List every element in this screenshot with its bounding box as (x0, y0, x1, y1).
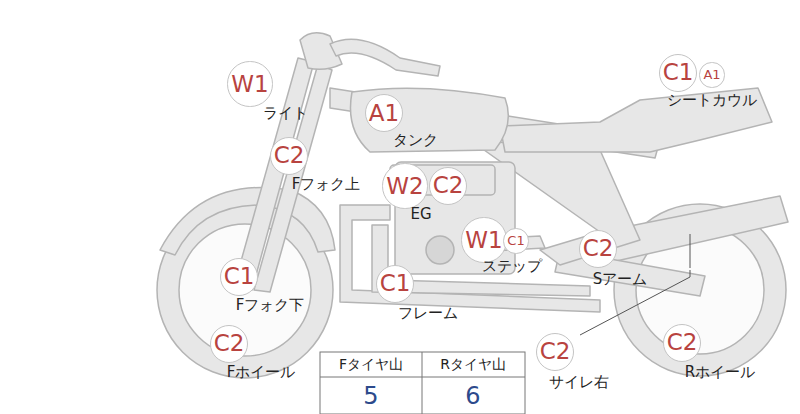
part-name: ライト (263, 105, 308, 122)
part-name: タンク (393, 132, 438, 149)
callout-code: A1 (369, 102, 399, 125)
part-name: フレーム (398, 305, 458, 322)
callout-circle: C2 (536, 333, 575, 372)
callout-code: C2 (433, 174, 464, 197)
callout-code: W1 (231, 73, 268, 96)
part-name: Fホイール (227, 364, 296, 381)
callout-code: C2 (540, 340, 571, 363)
callout-code: C1 (380, 272, 411, 295)
callout-circle: A1 (699, 62, 724, 87)
table-header: Rタイヤ山 (440, 357, 506, 372)
callout-circle: W1 (227, 61, 272, 106)
table-value: 6 (465, 383, 480, 409)
callout-code: W2 (386, 175, 423, 198)
table-header: Fタイヤ山 (339, 357, 403, 372)
callout-code: C1 (224, 265, 255, 288)
part-name: サイレ右 (549, 374, 609, 391)
part-name: Fフォク上 (292, 176, 361, 193)
callout-code: C1 (507, 234, 524, 247)
callout-code: W1 (465, 229, 502, 252)
table-value: 5 (363, 383, 378, 409)
callout-code: C2 (214, 332, 245, 355)
callout-circle: W1 (461, 217, 506, 262)
part-name: Sアーム (593, 271, 648, 288)
callout-circle: C1 (503, 228, 528, 253)
part-name: Rホイール (685, 364, 755, 381)
part-name: シートカウル (667, 92, 757, 109)
part-name: Fフォク下 (236, 297, 305, 314)
part-name: ステップ (482, 258, 542, 275)
callout-code: C2 (667, 331, 698, 354)
callout-circle: W2 (382, 163, 427, 208)
callout-code: C2 (583, 237, 614, 260)
part-name: EG (410, 206, 431, 223)
callout-code: A1 (703, 68, 720, 81)
callout-code: C1 (663, 61, 694, 84)
callout-code: C2 (274, 144, 305, 167)
callout-circle: C1 (659, 54, 698, 93)
callout-circle: A1 (365, 94, 403, 132)
